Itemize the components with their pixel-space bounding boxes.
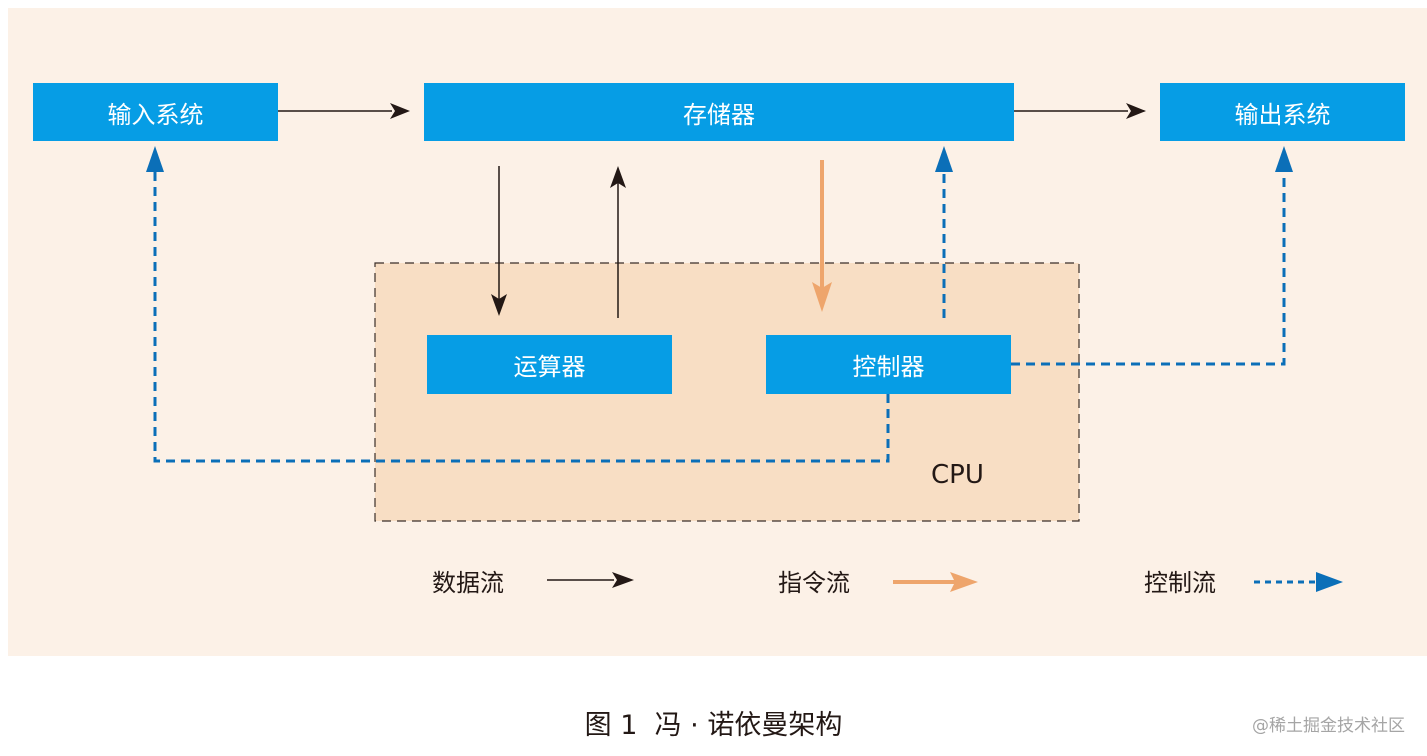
legend-instruction-flow-label: 指令流 xyxy=(778,569,850,597)
data-flow-alu-to-memory xyxy=(610,166,626,318)
control-flow-controller-to-memory xyxy=(935,146,953,318)
memory-label: 存储器 xyxy=(683,100,755,129)
legend-data-flow-label: 数据流 xyxy=(432,569,504,597)
legend-instruction-flow-line xyxy=(893,572,978,592)
watermark: @稀土掘金技术社区 xyxy=(1252,716,1405,736)
data-flow-memory-to-output xyxy=(1014,103,1146,119)
instruction-flow-memory-to-controller xyxy=(812,160,832,312)
output-system-label: 输出系统 xyxy=(1234,100,1331,129)
legend-control-flow-label: 控制流 xyxy=(1144,569,1216,597)
output-system-box: 输出系统 xyxy=(1160,83,1405,141)
control-flow-controller-to-output xyxy=(1011,146,1293,366)
figure-caption: 图 1 冯 · 诺依曼架构 xyxy=(584,710,843,741)
memory-box: 存储器 xyxy=(424,83,1014,141)
data-flow-memory-to-alu xyxy=(491,166,507,316)
input-system-label: 输入系统 xyxy=(107,100,204,129)
cpu-label: CPU xyxy=(931,460,984,490)
legend-control-flow-line xyxy=(1254,572,1343,592)
input-system-box: 输入系统 xyxy=(33,83,278,141)
control-flow-controller-to-input xyxy=(146,146,890,463)
controller-box: 控制器 xyxy=(766,335,1011,394)
data-flow-input-to-memory xyxy=(278,103,410,119)
controller-label: 控制器 xyxy=(852,353,925,381)
alu-label: 运算器 xyxy=(513,353,586,381)
alu-box: 运算器 xyxy=(427,335,672,394)
legend-data-flow-line xyxy=(547,572,634,588)
